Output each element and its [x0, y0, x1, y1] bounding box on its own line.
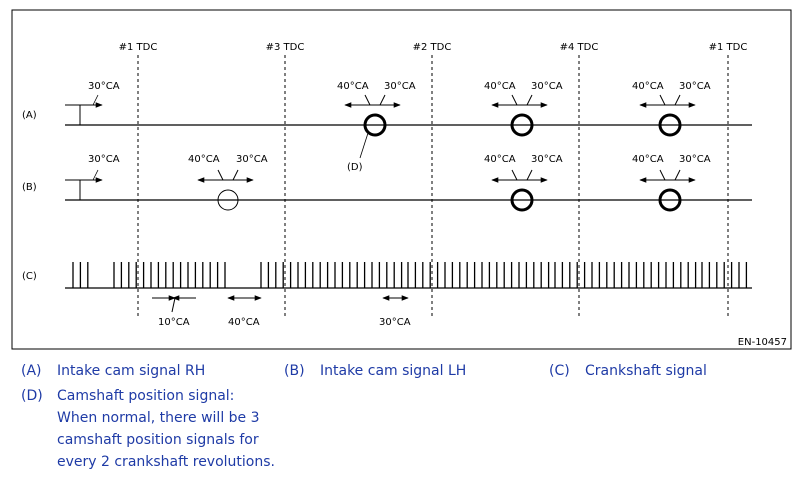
- angle-label: 40°CA: [484, 81, 516, 92]
- tdc-label: #1 TDC: [119, 42, 158, 53]
- diagram-frame: [11, 9, 792, 350]
- legend-key: (D): [21, 388, 43, 404]
- angle-label: 40°CA: [188, 154, 220, 165]
- angle-arrows-a: [344, 94, 696, 108]
- legend-text: Intake cam signal RH: [57, 363, 206, 379]
- cam-pulse-b-missing: [217, 189, 239, 211]
- cam-pulse-a2: [510, 113, 534, 137]
- signal-b: [65, 169, 752, 201]
- angle-label: 30°CA: [384, 81, 416, 92]
- cam-pulse-b3: [658, 188, 682, 212]
- cam-pulse-a3: [658, 113, 682, 137]
- tdc-label: #1 TDC: [709, 42, 748, 53]
- angle-label: 40°CA: [632, 154, 664, 165]
- legend-b: (B) Intake cam signal LH: [284, 360, 466, 382]
- dimension-arrows-c: [152, 295, 409, 313]
- angle-label: 30°CA: [679, 81, 711, 92]
- angle-label: 30°CA: [679, 154, 711, 165]
- cam-pulse-b2: [510, 188, 534, 212]
- marker-d: (D): [347, 162, 363, 173]
- angle-label: 30°CA: [88, 81, 120, 92]
- angle-label: 40°CA: [484, 154, 516, 165]
- angle-label: 30°CA: [531, 154, 563, 165]
- legend-d-line: every 2 crankshaft revolutions.: [57, 454, 275, 470]
- row-label-b: (B): [22, 182, 37, 193]
- legend-d-line: When normal, there will be 3: [57, 410, 260, 426]
- angle-label: 30°CA: [236, 154, 268, 165]
- legend-d-line: camshaft position signals for: [57, 432, 259, 448]
- legend-text: Crankshaft signal: [585, 363, 707, 379]
- angle-arrows-b: [197, 169, 696, 183]
- legend-key: (A): [21, 363, 42, 379]
- figure-id: EN-10457: [738, 337, 787, 348]
- legend-key: (C): [549, 363, 570, 379]
- angle-label: 40°CA: [228, 317, 260, 328]
- signal-a: [65, 94, 752, 126]
- angle-label: 40°CA: [337, 81, 369, 92]
- angle-label: 40°CA: [632, 81, 664, 92]
- tdc-label: #3 TDC: [266, 42, 305, 53]
- marker-d-leader: [359, 132, 369, 159]
- row-label-c: (C): [22, 271, 37, 282]
- tdc-lines: [137, 55, 729, 318]
- cam-pulse-a1: [363, 113, 387, 137]
- row-label-a: (A): [22, 110, 37, 121]
- legend-text: Camshaft position signal:: [57, 388, 235, 404]
- tdc-label: #4 TDC: [560, 42, 599, 53]
- angle-label: 30°CA: [379, 317, 411, 328]
- legend-text: Intake cam signal LH: [320, 363, 467, 379]
- angle-label: 10°CA: [158, 317, 190, 328]
- legend-d: (D) Camshaft position signal: When normal…: [21, 385, 275, 473]
- crank-teeth: [72, 262, 748, 288]
- angle-label: 30°CA: [531, 81, 563, 92]
- angle-label: 30°CA: [88, 154, 120, 165]
- tdc-label: #2 TDC: [413, 42, 452, 53]
- legend-c: (C) Crankshaft signal: [549, 360, 707, 382]
- timing-diagram: #1 TDC #3 TDC #2 TDC #4 TDC #1 TDC (A) (…: [11, 9, 792, 350]
- legend-a: (A) Intake cam signal RH: [21, 360, 205, 382]
- legend-key: (B): [284, 363, 305, 379]
